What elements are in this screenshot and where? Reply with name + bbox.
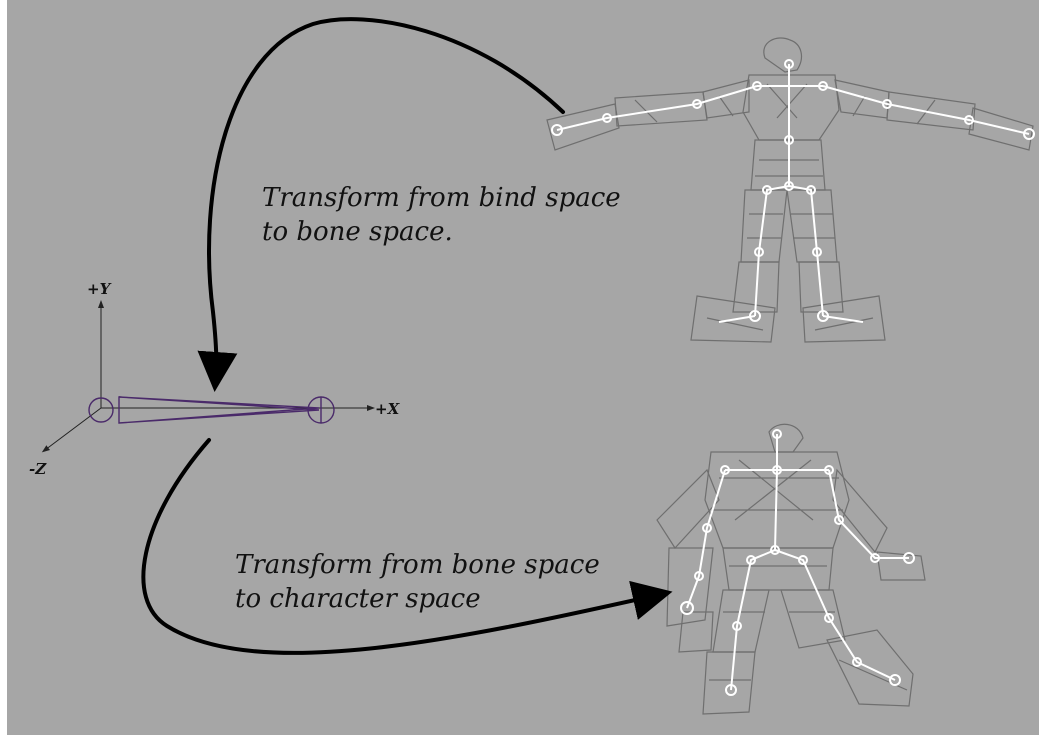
diagram-panel: +Y +X -Z Transform from bind space to bo… [7, 0, 1039, 735]
diagram-canvas: +Y +X -Z [7, 0, 1039, 735]
z-axis-label: -Z [29, 460, 47, 478]
caption-bind-to-bone: Transform from bind space to bone space. [262, 181, 621, 249]
caption-bone-to-character-line-1: Transform from bone space [235, 548, 600, 582]
caption-bone-to-character-line-2: to character space [235, 582, 600, 616]
x-axis-label: +X [375, 400, 401, 418]
caption-bone-to-character: Transform from bone space to character s… [235, 548, 600, 616]
caption-bind-to-bone-line-2: to bone space. [262, 215, 621, 249]
y-axis-label: +Y [87, 280, 112, 298]
caption-bind-to-bone-line-1: Transform from bind space [262, 181, 621, 215]
